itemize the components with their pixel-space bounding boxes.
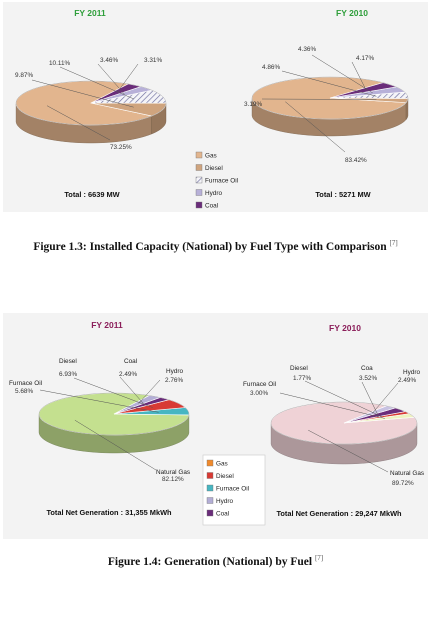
- fig14-legend-label-hydro: Hydro: [216, 498, 233, 505]
- fig13-fy2010-pie-value-diesel: 3.19%: [244, 101, 262, 108]
- fig14-fy2011-pie-leader-natural-gas: [74, 419, 157, 471]
- fig14-fy2010-pie-title: FY 2010: [329, 323, 361, 333]
- fig13-fy2011-pie-title: FY 2011: [74, 8, 106, 18]
- fig13-fy2010-pie-leader-furnace-oil: [281, 70, 377, 97]
- fig14-fy2011-pie-name-hydro: Hydro: [166, 368, 183, 375]
- fig13-fy2010-pie-value-hydro: 4.36%: [298, 46, 316, 53]
- fig14-legend-label-coal: Coal: [216, 511, 229, 518]
- fig14-fy2011-pie-name-diesel: Diesel: [59, 358, 77, 365]
- fig13-legend-swatch-coal: [195, 201, 203, 209]
- fig14-fy2011-pie-name-natural-gas: Natural Gas: [156, 469, 190, 476]
- fig14-fy2010-pie-value-natural-gas: 89.72%: [392, 480, 414, 487]
- fig14-fy2010-pie-name-coal: Coa: [361, 365, 373, 372]
- fig14-fy2011-pie-name-coal: Coal: [124, 358, 137, 365]
- fig14-fy2010-pie-name-furnace-oil: Furnace Oil: [243, 381, 276, 388]
- fig14-legend-swatch-furnace-oil: [206, 484, 214, 492]
- fig13-fy2010-pie-total: Total : 5271 MW: [315, 190, 370, 199]
- fig14-fy2010-pie-leader-diesel: [304, 380, 383, 418]
- fig13-legend-swatch-hydro: [195, 189, 203, 196]
- fig13-fy2011-pie-value-diesel: 9.87%: [15, 72, 33, 79]
- figure-1-4-caption: Figure 1.4: Generation (National) by Fue…: [0, 554, 431, 568]
- fig14-fy2011-pie-value-hydro: 2.76%: [165, 377, 183, 384]
- fig13-fy2011-pie-value-coal: 3.31%: [144, 57, 162, 64]
- fig14-fy2010-pie-name-natural-gas: Natural Gas: [390, 470, 424, 477]
- fig14-fy2011-pie-total: Total Net Generation : 31,355 MkWh: [46, 508, 172, 517]
- fig14-fy2010-pie-name-hydro: Hydro: [403, 369, 420, 376]
- fig13-fy2010-pie-leader-gas: [285, 101, 346, 153]
- fig14-fy2011-pie-title: FY 2011: [91, 320, 123, 330]
- fig14-fy2011-pie-leader-hydro: [138, 379, 161, 404]
- fig14-fy2011-pie-name-furnace-oil: Furnace Oil: [9, 380, 42, 387]
- fig13-fy2011-pie: 73.25% 9.87% 10.11% 3.46% 3.31% FY 2011Total …: [15, 8, 167, 199]
- fig13-legend-label-coal: Coal: [205, 203, 218, 210]
- fig13-fy2010-pie-leader-coal: [351, 61, 367, 91]
- figure-1-3-caption-text: Figure 1.3: Installed Capacity (National…: [33, 240, 387, 253]
- fig14-legend-swatch-coal: [206, 509, 214, 517]
- fig14-legend-label-gas: Gas: [216, 461, 228, 468]
- fig13-fy2011-pie-rim: [15, 80, 167, 126]
- fig13-legend-label-furnace-oil: Furnace Oil: [205, 178, 238, 185]
- fig13-fy2010-pie-leader-diesel: [261, 98, 377, 100]
- figure-1-3-caption: Figure 1.3: Installed Capacity (National…: [0, 239, 431, 253]
- fig13-fy2011-pie-leader-hydro: [97, 63, 125, 95]
- fig14-fy2010-pie-value-furnace-oil: 3.00%: [250, 390, 268, 397]
- fig14-legend-swatch-hydro: [206, 497, 214, 504]
- fig14-legend-swatch-diesel: [206, 472, 214, 479]
- fig14-fy2011-pie-leader-furnace-oil: [39, 389, 159, 413]
- fig13-fy2011-pie-value-gas: 73.25%: [110, 144, 132, 151]
- fig13-fy2010-pie-leader-hydro: [311, 54, 373, 94]
- fig14-fy2010-pie-name-diesel: Diesel: [290, 365, 308, 372]
- fig13-legend-swatch-diesel: [195, 164, 203, 171]
- fig13-fy2011-pie-value-furnace-oil: 10.11%: [49, 60, 71, 67]
- fig13-fy2011-pie-leader-furnace-oil: [59, 66, 134, 100]
- fig14-legend-label-diesel: Diesel: [216, 473, 234, 480]
- fig14-fy2010-pie-value-coal: 3.52%: [359, 375, 377, 382]
- fig13-fy2010-pie-title: FY 2010: [336, 8, 368, 18]
- fig14-fy2010-pie-leader-natural-gas: [308, 429, 389, 473]
- figure-1-3-caption-ref: [7]: [389, 239, 398, 247]
- fig14-fy2010-pie-total: Total Net Generation : 29,247 MkWh: [276, 509, 402, 518]
- fig14-legend-swatch-gas: [206, 459, 214, 467]
- fig14-fy2011-pie-value-diesel: 6.93%: [59, 371, 77, 378]
- fig14-fy2010-pie-value-diesel: 1.77%: [293, 375, 311, 382]
- fig13-fy2011-pie-leader-coal: [117, 63, 139, 93]
- fig13-legend-label-diesel: Diesel: [205, 165, 223, 172]
- fig13-fy2011-pie-value-hydro: 3.46%: [100, 57, 118, 64]
- fig13-fy2011-pie-leader-diesel: [31, 79, 134, 108]
- fig14-fy2011-pie-leader-diesel: [73, 377, 153, 408]
- figure-1-4-caption-ref: [7]: [314, 554, 324, 562]
- fig14-legend-label-furnace-oil: Furnace Oil: [216, 486, 249, 493]
- fig14-fy2010-pie-leader-furnace-oil: [279, 392, 385, 419]
- fig13-fy2010-pie-value-furnace-oil: 4.86%: [262, 64, 280, 71]
- fig13-fy2010-pie-value-gas: 83.42%: [345, 157, 367, 164]
- fig13-legend-swatch-furnace-oil: [195, 176, 203, 184]
- figure-1-4-caption-text: Figure 1.4: Generation (National) by Fue…: [107, 555, 313, 568]
- fig14-fy2010-pie-rim: [270, 401, 418, 445]
- fig13-legend-label-gas: Gas: [205, 153, 217, 160]
- fig13-fy2010-pie-rim: [251, 76, 409, 120]
- fig14-fy2011-pie-value-furnace-oil: 5.68%: [15, 388, 33, 395]
- fig14-fy2010-pie-leader-hydro: [372, 382, 399, 414]
- fig14-fy2011-pie-value-coal: 2.49%: [119, 371, 137, 378]
- fig14-fy2010-pie-value-hydro: 2.49%: [398, 377, 416, 384]
- fig13-fy2011-pie-total: Total : 6639 MW: [64, 190, 119, 199]
- fig14-fy2011-pie-value-natural-gas: 82.12%: [162, 476, 184, 483]
- fig13-legend-swatch-gas: [195, 151, 203, 159]
- fig13-legend-label-hydro: Hydro: [205, 190, 222, 197]
- fig13-fy2010-pie-value-coal: 4.17%: [356, 55, 374, 62]
- fig14-fy2011-pie-leader-coal: [119, 376, 145, 405]
- fig14-legend-frame: [202, 454, 266, 526]
- fig14-fy2010-pie: Natural Gas 89.72% Furnace Oil 3.00% Diesel 1…: [243, 323, 424, 518]
- fig13-fy2011-pie-leader-gas: [46, 105, 111, 141]
